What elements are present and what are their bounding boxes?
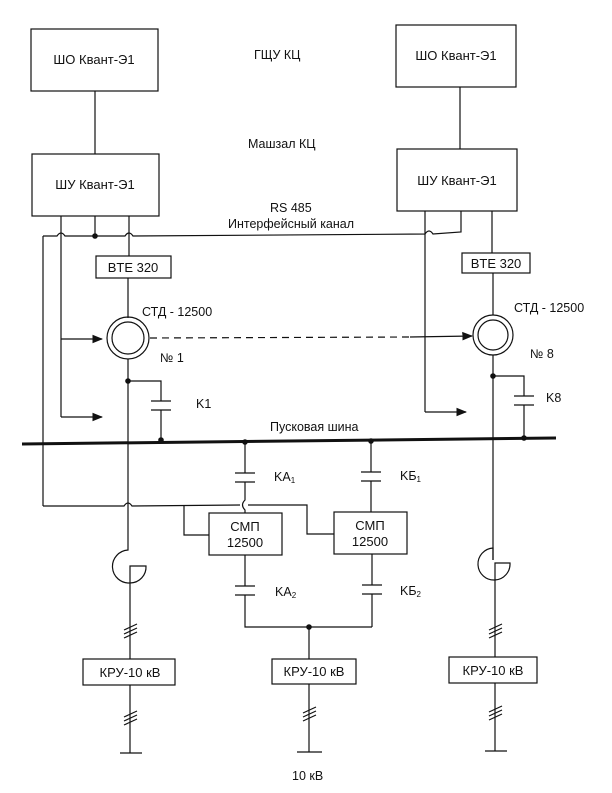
right-operator-panel-label: ШО Квант-Э1	[415, 48, 496, 63]
start-bus-label: Пусковая шина	[270, 420, 359, 434]
contactor-k1-label: K1	[196, 397, 211, 411]
contactor-ka2-label: KA2	[275, 585, 297, 600]
right-motor-label: СТД - 12500	[514, 301, 584, 315]
left-switchgear: КРУ-10 кВ	[82, 658, 176, 686]
contactor-kb1-label: KБ1	[400, 469, 422, 484]
left-motor	[106, 316, 150, 360]
soft-starter-a: СМП 12500	[208, 512, 283, 556]
contactor-kb2-label: KБ2	[400, 584, 422, 599]
left-exciter: BTE 320	[95, 255, 172, 279]
start-bus	[21, 436, 557, 446]
left-switchgear-label: КРУ-10 кВ	[100, 665, 161, 680]
soft-starter-b: СМП 12500	[333, 511, 408, 555]
control-room-label: ГЩУ КЦ	[254, 48, 301, 62]
right-cable-termination	[477, 547, 511, 581]
right-motor	[472, 314, 514, 356]
contactor-k8-label: K8	[546, 391, 561, 405]
left-cable-termination	[111, 506, 147, 584]
machine-hall-label: Машзал КЦ	[248, 137, 316, 151]
motor-link-dashed	[149, 336, 411, 339]
left-control-panel: ШУ Квант-Э1	[31, 153, 160, 217]
right-operator-panel: ШО Квант-Э1	[395, 24, 517, 88]
soft-starter-b-line2: 12500	[352, 534, 388, 549]
center-switchgear: КРУ-10 кВ	[271, 658, 357, 685]
right-motor-number: № 8	[530, 347, 554, 361]
right-control-panel: ШУ Квант-Э1	[396, 148, 518, 212]
left-operator-panel-label: ШО Квант-Э1	[53, 52, 134, 67]
right-exciter: BTE 320	[461, 252, 531, 274]
left-exciter-label: BTE 320	[108, 260, 159, 275]
right-switchgear: КРУ-10 кВ	[448, 656, 538, 684]
left-operator-panel: ШО Квант-Э1	[30, 28, 159, 92]
contactor-ka1-label: KA1	[274, 470, 296, 485]
soft-starter-b-line1: СМП	[355, 518, 384, 533]
center-switchgear-label: КРУ-10 кВ	[284, 664, 345, 679]
right-exciter-label: BTE 320	[471, 256, 522, 271]
left-control-panel-label: ШУ Квант-Э1	[55, 177, 134, 192]
left-motor-label: СТД - 12500	[142, 305, 212, 319]
soft-starter-a-line2: 12500	[227, 535, 263, 550]
left-motor-number: № 1	[160, 351, 184, 365]
right-control-panel-label: ШУ Квант-Э1	[417, 173, 496, 188]
right-switchgear-label: КРУ-10 кВ	[463, 663, 524, 678]
soft-starter-a-line1: СМП	[230, 519, 259, 534]
voltage-label: 10 кВ	[292, 769, 323, 783]
interface-channel-label: Интерфейсный канал	[228, 217, 354, 231]
rs485-label: RS 485	[270, 201, 312, 215]
